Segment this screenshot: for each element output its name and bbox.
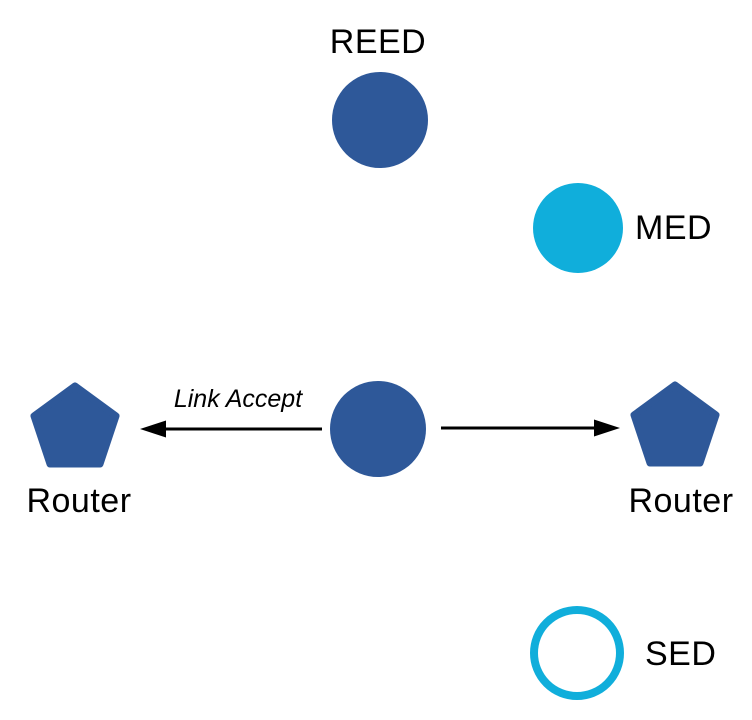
- router-right-pentagon: [630, 381, 720, 467]
- link-accept-label: Link Accept: [173, 385, 303, 413]
- router-left-label: Router: [26, 482, 132, 520]
- right-attach-arrow: [441, 419, 620, 437]
- med-node-circle: [533, 183, 623, 273]
- reed-label: REED: [329, 23, 427, 61]
- router-right-label: Router: [628, 482, 734, 520]
- sed-node-ring: [530, 606, 624, 700]
- center-node-circle: [330, 381, 426, 477]
- reed-node-circle: [332, 72, 428, 168]
- sed-label: SED: [645, 635, 717, 673]
- med-label: MED: [635, 209, 713, 247]
- link-accept-arrow: [140, 420, 322, 438]
- router-left-pentagon: [30, 382, 120, 468]
